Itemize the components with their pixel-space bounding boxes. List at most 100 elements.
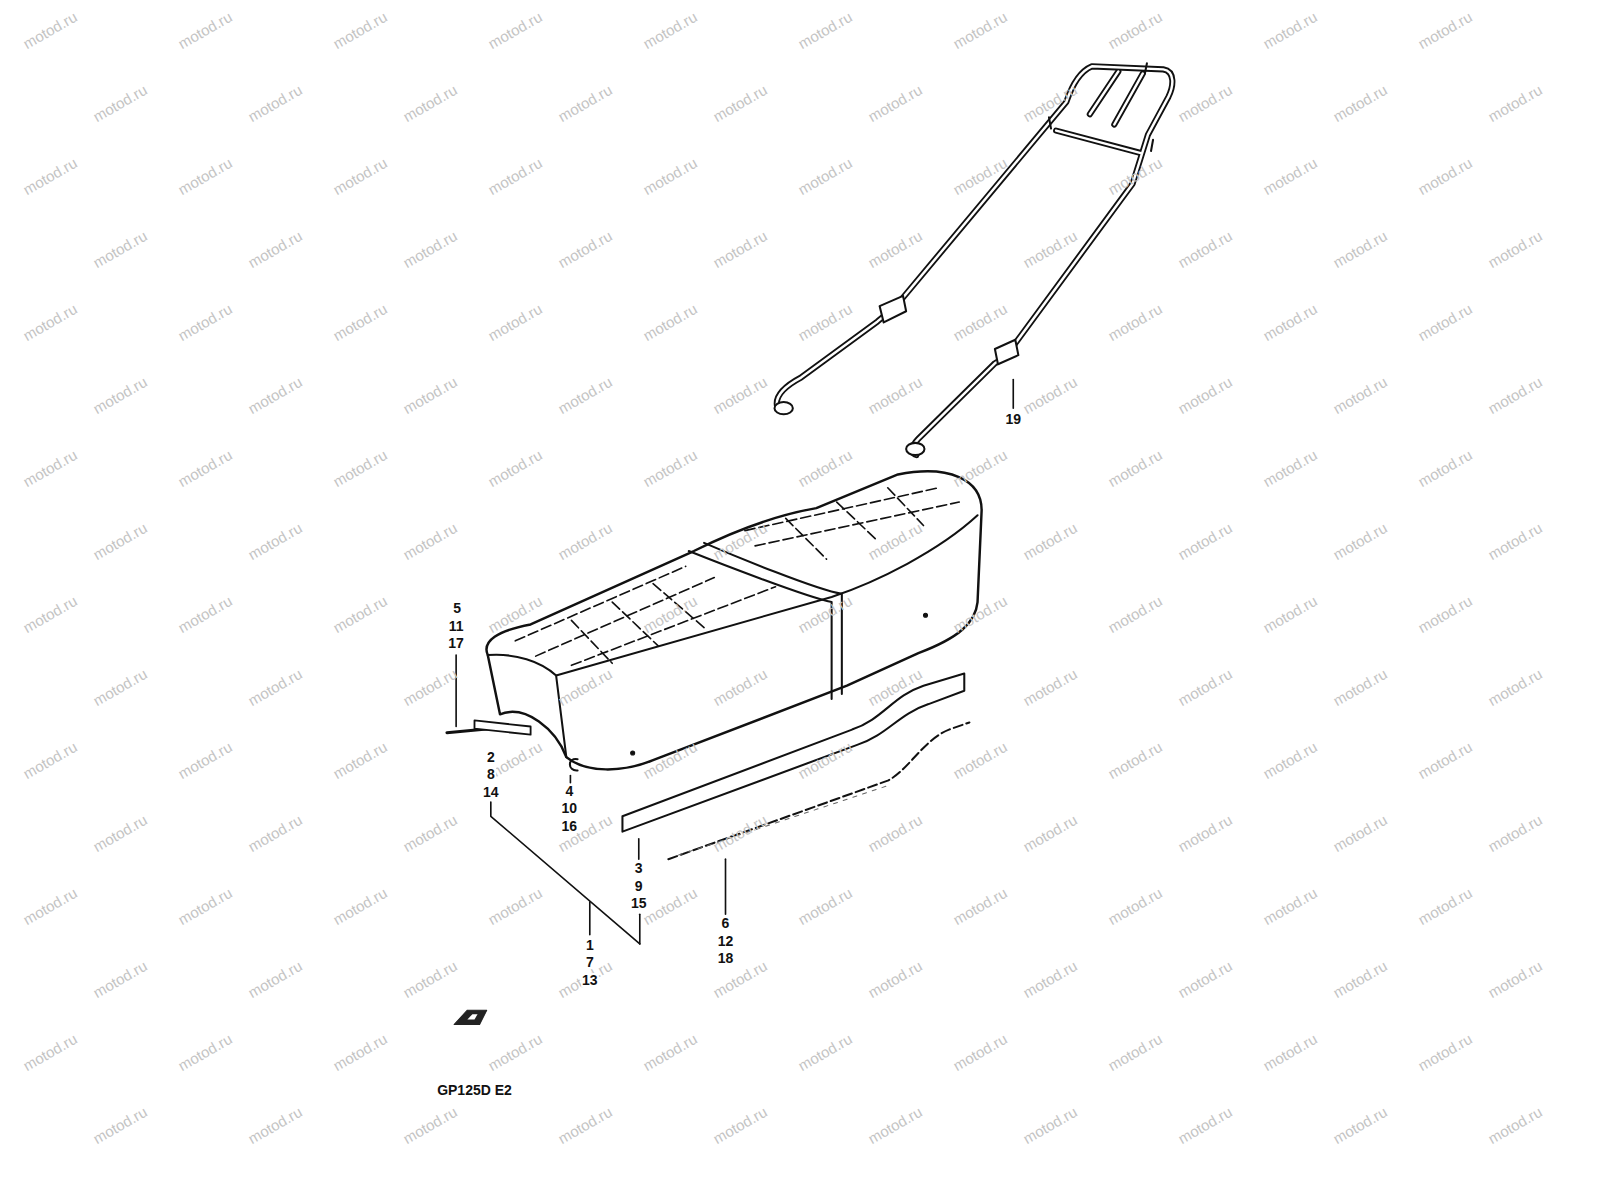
watermark: motod.ru xyxy=(951,155,1010,198)
watermark: motod.ru xyxy=(1261,885,1320,928)
watermark: motod.ru xyxy=(711,228,770,271)
seat-trim-strip xyxy=(622,673,964,831)
watermark: motod.ru xyxy=(556,1104,615,1147)
callout-number: 4 xyxy=(564,784,574,798)
rack-bar xyxy=(1090,71,1119,114)
watermark: motod.ru xyxy=(1486,228,1545,271)
watermark: motod.ru xyxy=(486,9,545,52)
watermark: motod.ru xyxy=(641,593,700,636)
rack-frame-inner xyxy=(777,66,1173,455)
watermark: motod.ru xyxy=(1176,812,1235,855)
watermark: motod.ru xyxy=(1106,1031,1165,1074)
leader-line xyxy=(455,655,457,726)
watermark: motod.ru xyxy=(1106,447,1165,490)
watermark: motod.ru xyxy=(796,593,855,636)
callout-number: 7 xyxy=(585,955,595,969)
watermark: motod.ru xyxy=(556,82,615,125)
rack-tab xyxy=(1145,63,1147,73)
watermark: motod.ru xyxy=(641,739,700,782)
watermark: motod.ru xyxy=(331,593,390,636)
rear-carrier xyxy=(774,63,1172,455)
watermark: motod.ru xyxy=(21,593,80,636)
watermark: motod.ru xyxy=(1021,666,1080,709)
leader-line xyxy=(1012,380,1014,409)
model-code: GP125D E2 xyxy=(436,1083,513,1097)
watermark: motod.ru xyxy=(91,958,150,1001)
watermark: motod.ru xyxy=(1261,155,1320,198)
watermark: motod.ru xyxy=(866,1104,925,1147)
watermark: motod.ru xyxy=(176,593,235,636)
watermark: motod.ru xyxy=(951,1031,1010,1074)
front-mark-icon xyxy=(454,1010,487,1024)
callout-number: 6 xyxy=(721,916,731,930)
watermark: motod.ru xyxy=(641,885,700,928)
watermark: motod.ru xyxy=(641,155,700,198)
callout-number: 8 xyxy=(486,767,496,781)
watermark: motod.ru xyxy=(91,1104,150,1147)
rack-mount-eye xyxy=(906,443,924,455)
watermark: motod.ru xyxy=(1486,958,1545,1001)
watermark: motod.ru xyxy=(1021,228,1080,271)
watermark: motod.ru xyxy=(176,1031,235,1074)
watermark: motod.ru xyxy=(1176,520,1235,563)
watermark: motod.ru xyxy=(21,9,80,52)
watermark: motod.ru xyxy=(1106,885,1165,928)
callout-number: 19 xyxy=(1004,412,1022,426)
watermark: motod.ru xyxy=(21,155,80,198)
watermark: motod.ru xyxy=(21,885,80,928)
watermark: motod.ru xyxy=(951,593,1010,636)
leader-line xyxy=(725,859,727,914)
leader-line xyxy=(491,802,640,944)
watermark: motod.ru xyxy=(91,228,150,271)
watermark: motod.ru xyxy=(1176,82,1235,125)
seat-rivet xyxy=(923,613,927,617)
rack-tab xyxy=(1151,140,1153,151)
watermark: motod.ru xyxy=(246,82,305,125)
watermark: motod.ru xyxy=(711,1104,770,1147)
watermark: motod.ru xyxy=(1106,155,1165,198)
watermark: motod.ru xyxy=(711,82,770,125)
watermark: motod.ru xyxy=(951,885,1010,928)
watermark: motod.ru xyxy=(866,666,925,709)
watermark: motod.ru xyxy=(711,666,770,709)
watermark: motod.ru xyxy=(641,447,700,490)
callout-number: 3 xyxy=(634,861,644,875)
rack-bar xyxy=(1114,73,1143,124)
watermark: motod.ru xyxy=(866,520,925,563)
watermark: motod.ru xyxy=(711,374,770,417)
watermark: motod.ru xyxy=(401,374,460,417)
watermark: motod.ru xyxy=(1416,155,1475,198)
seat-front-edge xyxy=(488,655,567,757)
watermark: motod.ru xyxy=(246,228,305,271)
watermark: motod.ru xyxy=(1416,885,1475,928)
watermark: motod.ru xyxy=(401,958,460,1001)
seat-trim-strip xyxy=(668,722,969,859)
watermark: motod.ru xyxy=(91,374,150,417)
watermark: motod.ru xyxy=(246,374,305,417)
watermark: motod.ru xyxy=(951,301,1010,344)
watermark: motod.ru xyxy=(91,812,150,855)
watermark: motod.ru xyxy=(1331,1104,1390,1147)
callout-number: 10 xyxy=(561,801,579,815)
rack-bar-inner xyxy=(1090,71,1119,114)
seat-clip xyxy=(570,759,578,770)
watermark: motod.ru xyxy=(796,885,855,928)
watermark: motod.ru xyxy=(1331,82,1390,125)
watermark: motod.ru xyxy=(1261,9,1320,52)
watermark: motod.ru xyxy=(556,374,615,417)
watermark: motod.ru xyxy=(1176,666,1235,709)
watermark: motod.ru xyxy=(1416,593,1475,636)
watermark: motod.ru xyxy=(21,447,80,490)
callout-number: 15 xyxy=(630,896,648,910)
watermark: motod.ru xyxy=(486,301,545,344)
watermark: motod.ru xyxy=(866,812,925,855)
watermark: motod.ru xyxy=(486,885,545,928)
callout-number: 12 xyxy=(717,934,735,948)
callout-number: 9 xyxy=(634,879,644,893)
rack-tab xyxy=(1049,117,1051,128)
watermark: motod.ru xyxy=(401,666,460,709)
rack-cross-bar xyxy=(1056,131,1141,153)
watermark: motod.ru xyxy=(1021,374,1080,417)
